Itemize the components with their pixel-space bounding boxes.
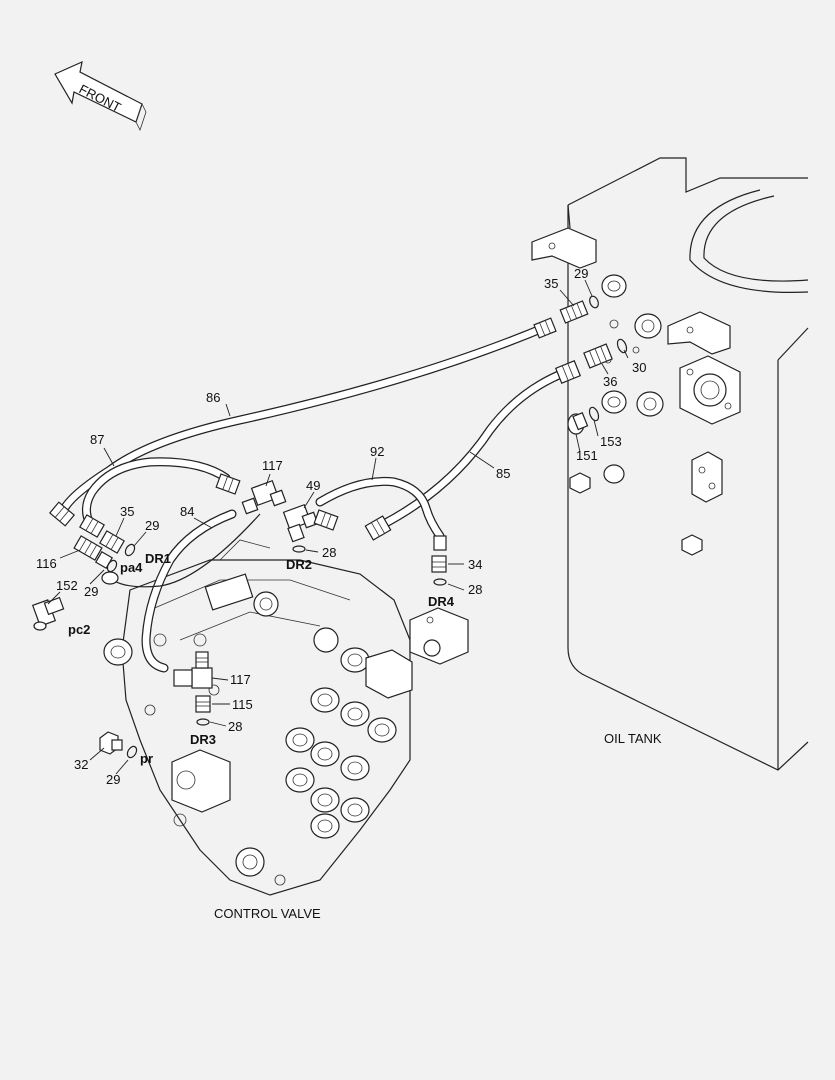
port-label-dr4: DR4 [428, 594, 455, 609]
plug-32 [99, 731, 123, 755]
valve-spools [285, 647, 397, 839]
control-valve-label: CONTROL VALVE [214, 906, 321, 921]
part-label: 32 [74, 757, 88, 772]
tee-49 [282, 504, 319, 543]
part-label: 116 [36, 556, 57, 571]
fitting-35-valve [99, 530, 125, 554]
part-label: 35 [120, 504, 134, 519]
part-label: 29 [106, 772, 120, 787]
part-label: 115 [232, 697, 253, 712]
part-label: 30 [632, 360, 646, 375]
part-label: 84 [180, 504, 194, 519]
oil-tank [531, 157, 809, 771]
part-label: 28 [322, 545, 336, 560]
part-label: 85 [496, 466, 510, 481]
part-label: 35 [544, 276, 558, 291]
part-label: 92 [370, 444, 384, 459]
port-label-dr1: DR1 [145, 551, 171, 566]
part-label: 28 [468, 582, 482, 597]
oil-tank-label: OIL TANK [604, 731, 662, 746]
part-label: 151 [576, 448, 598, 463]
leader-lines [47, 279, 629, 775]
plug-151 [567, 412, 589, 435]
part-label: 87 [90, 432, 104, 447]
part-label: 86 [206, 390, 220, 405]
elbow-152 [31, 596, 65, 631]
part-label: 29 [84, 584, 98, 599]
fitting-35-tank [559, 300, 589, 324]
front-arrow-icon: FRONT [54, 60, 147, 132]
fitting-115 [195, 695, 211, 713]
fitting-34 [431, 535, 447, 573]
part-label: 36 [603, 374, 617, 389]
tee-117-lower [173, 651, 213, 689]
port-label-dr3: DR3 [190, 732, 216, 747]
port-label-pc2: pc2 [68, 622, 90, 637]
fitting-36 [583, 343, 613, 369]
port-label-pa4: pa4 [120, 560, 143, 575]
part-label: 29 [145, 518, 159, 533]
hoses [57, 321, 571, 673]
port-label-pr: pr [140, 751, 153, 766]
part-label: 28 [228, 719, 242, 734]
tee-117-top [241, 480, 287, 515]
fitting-116 [73, 535, 103, 561]
part-label: 153 [600, 434, 622, 449]
port-label-dr2: DR2 [286, 557, 312, 572]
part-label: 34 [468, 557, 482, 572]
part-label: 49 [306, 478, 320, 493]
part-label: 117 [230, 672, 251, 687]
part-label: 152 [56, 578, 78, 593]
control-valve [103, 539, 469, 896]
part-label: 29 [574, 266, 588, 281]
part-label: 117 [262, 458, 283, 473]
fittings [31, 295, 628, 759]
part-labels: 35 29 30 36 153 151 86 87 117 49 92 85 3… [36, 266, 662, 921]
